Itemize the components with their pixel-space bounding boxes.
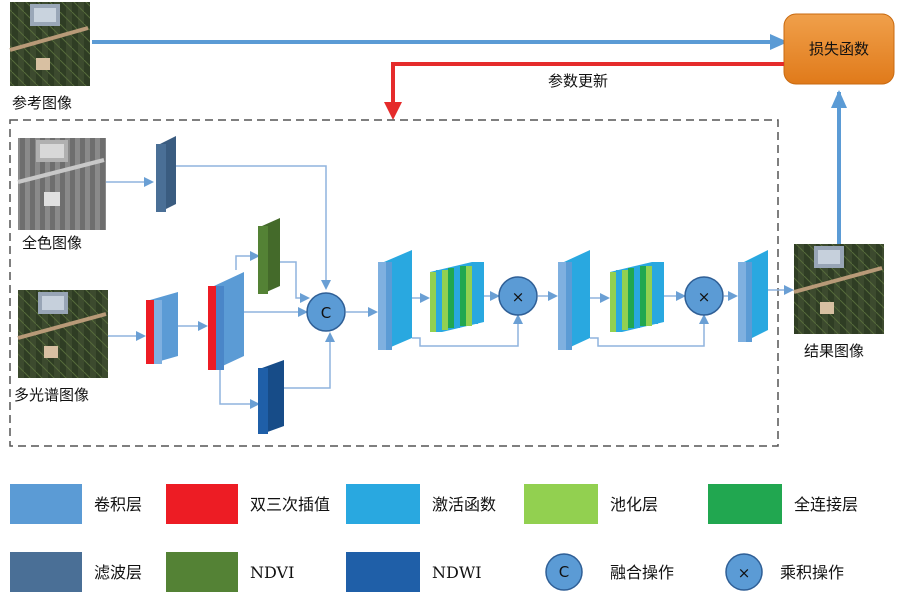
- legend-label-conv: 卷积层: [94, 495, 142, 514]
- pooling-fc-stack-2: [610, 262, 664, 332]
- loss-function-box: [783, 13, 895, 85]
- parameter-update-arrowhead: [384, 102, 402, 120]
- multispectral-image: [17, 290, 108, 378]
- reference-image: [9, 2, 90, 86]
- fusion-operation: C: [306, 292, 346, 332]
- multispectral-image-label: 多光谱图像: [14, 386, 89, 404]
- conv-block-1: [378, 250, 412, 350]
- parameter-update-arrow: [391, 62, 784, 110]
- pooling-fc-stack-1: [430, 262, 484, 332]
- panchromatic-image: [17, 138, 106, 230]
- filter-layer: [156, 136, 176, 212]
- legend-swatch-bicubic: [166, 484, 238, 524]
- multiply-operation-1: ×: [498, 276, 538, 316]
- legend-label-fusion: 融合操作: [610, 563, 674, 582]
- legend-multiply-icon: [725, 553, 763, 591]
- svg-text:C: C: [559, 563, 569, 581]
- legend-swatch-filter: [10, 552, 82, 592]
- loss-function-label: 损失函数: [809, 40, 869, 58]
- svg-text:×: ×: [512, 288, 525, 306]
- multiply-operation-2: ×: [684, 276, 724, 316]
- conv-block-3: [738, 250, 768, 342]
- result-image: [793, 244, 884, 334]
- ndvi-layer: [258, 218, 280, 294]
- legend-label-bicubic: 双三次插值: [250, 495, 330, 514]
- panchromatic-image-label: 全色图像: [22, 234, 82, 252]
- svg-text:C: C: [321, 304, 331, 322]
- legend-fusion-icon: [545, 553, 583, 591]
- ndwi-layer: [258, 360, 284, 434]
- legend-label-filter: 滤波层: [94, 563, 142, 582]
- legend-label-multiply: 乘积操作: [780, 563, 844, 582]
- legend-swatch-conv: [10, 484, 82, 524]
- legend-swatch-pooling: [524, 484, 598, 524]
- svg-text:×: ×: [738, 564, 751, 582]
- reference-image-label: 参考图像: [12, 94, 72, 112]
- network-boundary: [9, 119, 779, 447]
- legend-label-pooling: 池化层: [610, 495, 658, 514]
- legend-label-fc: 全连接层: [794, 495, 858, 514]
- legend-label-ndwi: NDWI: [432, 563, 482, 582]
- result-image-label: 结果图像: [804, 342, 864, 360]
- svg-text:×: ×: [698, 288, 711, 306]
- legend-swatch-ndwi: [346, 552, 420, 592]
- legend-swatch-activation: [346, 484, 420, 524]
- conv-block-2: [558, 250, 590, 350]
- legend: 卷积层 双三次插值 激活函数 池化层 全连接层 滤波层 NDVI NDWI C …: [10, 484, 858, 592]
- bicubic-conv-layer: [146, 292, 178, 364]
- conv-layer: [208, 272, 244, 370]
- legend-swatch-fc: [708, 484, 782, 524]
- parameter-update-label: 参数更新: [548, 72, 608, 90]
- legend-swatch-ndvi: [166, 552, 238, 592]
- legend-label-ndvi: NDVI: [250, 563, 294, 582]
- legend-label-activation: 激活函数: [432, 495, 496, 514]
